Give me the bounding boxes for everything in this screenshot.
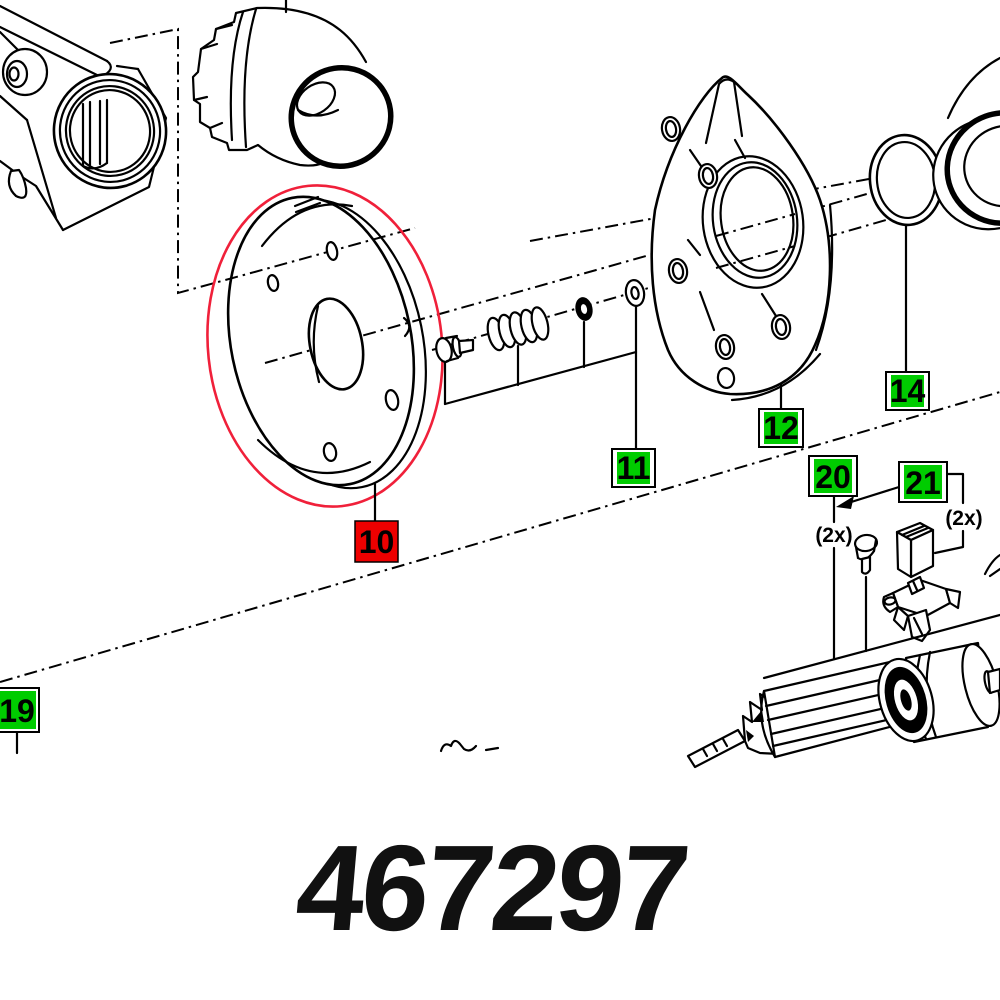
part-number: 467297 [291, 819, 692, 956]
washer-drawing [624, 279, 646, 307]
callout-21[interactable]: 21 [898, 461, 948, 503]
callout-10[interactable]: 10 [354, 520, 399, 563]
callout-21-text: 21 [905, 465, 941, 501]
screw-pin-drawing [435, 334, 475, 363]
boundary-axis-line [109, 27, 416, 295]
callout-20[interactable]: 20 [808, 455, 858, 497]
nut-drawing [575, 297, 593, 321]
arrow-21-to-20 [836, 485, 901, 509]
callout-20-text: 20 [815, 459, 851, 495]
callout-bracket-20-21-baseline [762, 613, 1000, 680]
callout-11[interactable]: 11 [611, 448, 656, 488]
callout-21-fill [904, 465, 942, 499]
callout-14-text: 14 [890, 373, 926, 409]
callout-10-text: 10 [359, 524, 395, 560]
callout-bracket-11 [443, 305, 638, 451]
hose-elbow-drawing [191, 0, 394, 170]
gear-housing-drawing [0, 4, 168, 232]
qty-annotation-20: (2x) [815, 524, 852, 547]
highlight-ellipse [206, 184, 444, 508]
bearing-tube-drawing [932, 56, 1000, 231]
callout-19[interactable]: 19 [0, 687, 40, 733]
cover-plate-holes [266, 241, 400, 462]
edge-fragment-drawings [439, 553, 1000, 753]
callout-12-text: 12 [763, 410, 799, 446]
callout-12[interactable]: 12 [758, 408, 804, 448]
callout-bracket-21 [933, 472, 965, 555]
callout-14[interactable]: 14 [885, 371, 930, 411]
callout-11-fill [617, 452, 650, 484]
brush-screw-drawing [853, 533, 879, 653]
callout-10-box[interactable] [354, 520, 399, 563]
carbon-brush-drawing [895, 521, 935, 579]
callout-20-fill [814, 459, 852, 493]
bearing-flange-drawing [650, 75, 834, 402]
armature-drawing [686, 641, 1000, 769]
callout-19-fill [0, 691, 36, 729]
lower-axis-line [0, 391, 1000, 683]
part-number-text: 467297 [291, 819, 692, 956]
callout-19-text: 19 [0, 693, 35, 729]
callout-14-fill [891, 375, 924, 407]
callout-11-text: 11 [617, 450, 651, 486]
callout-12-fill [764, 412, 798, 444]
o-ring-drawing [868, 133, 944, 227]
qty-annotation-21: (2x) [945, 507, 982, 530]
brush-holder-drawing [882, 575, 962, 643]
spring-drawing [486, 306, 550, 352]
